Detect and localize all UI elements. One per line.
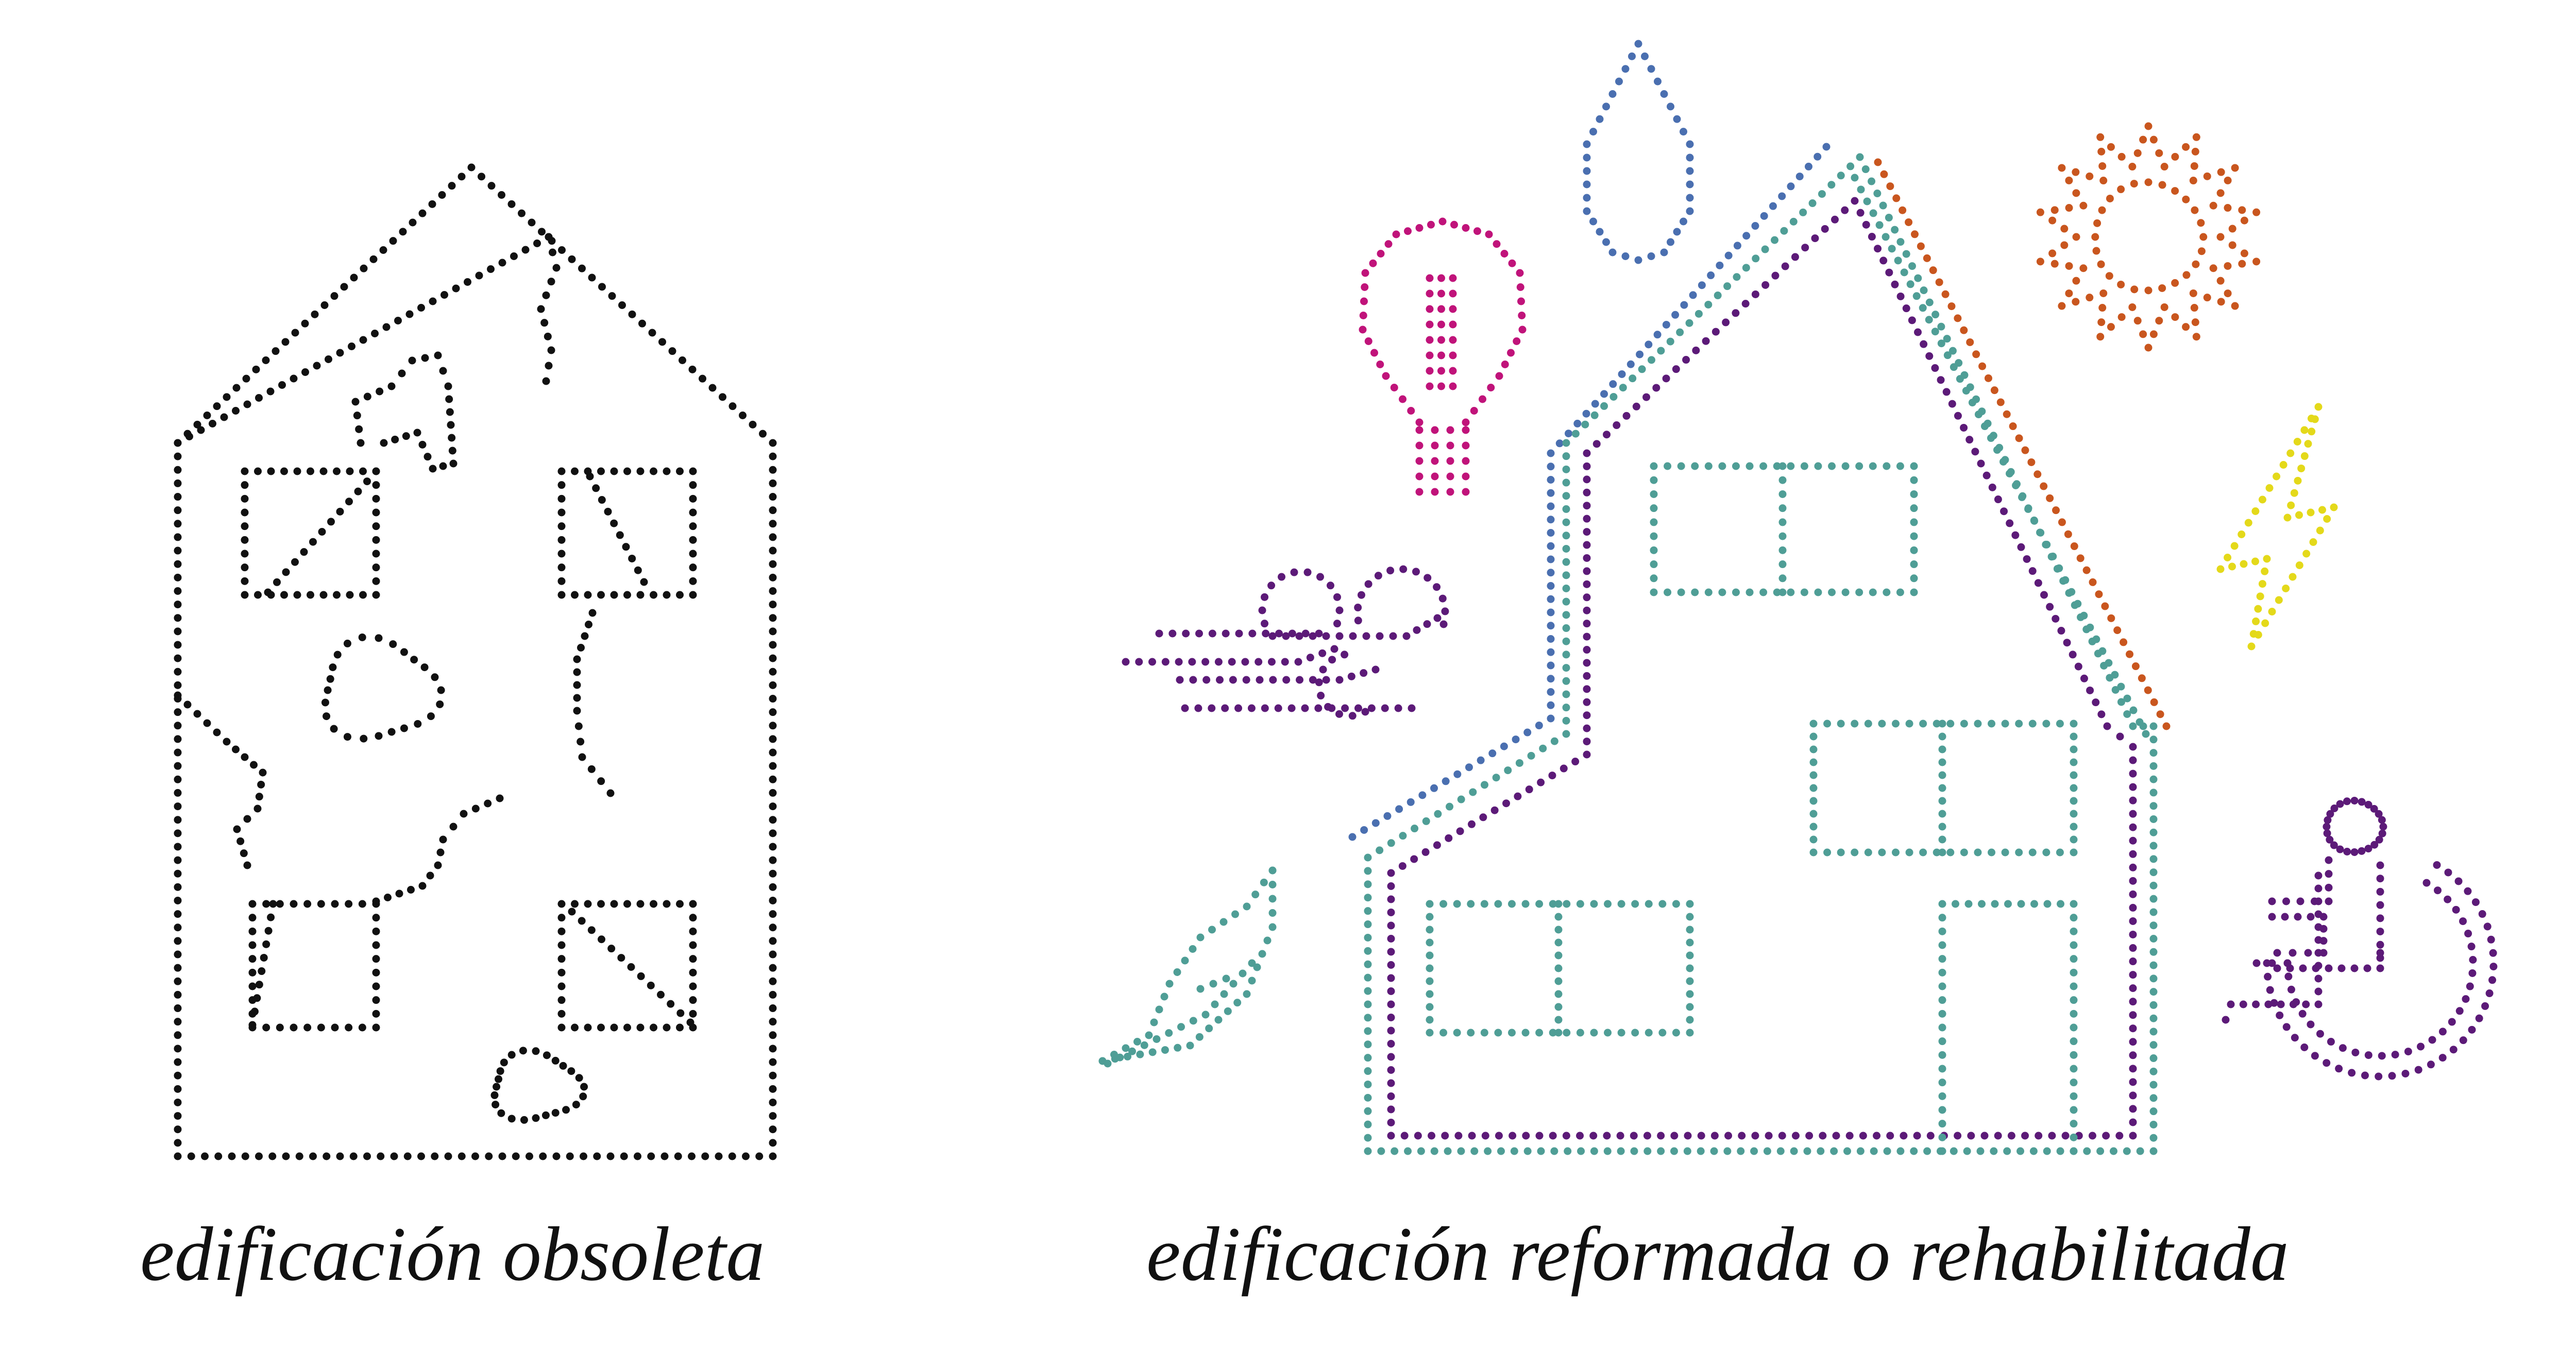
light-bulb-icon <box>1359 217 1527 496</box>
wind-icon <box>1122 565 1449 720</box>
sun-icon <box>2036 122 2261 352</box>
house-icon <box>1348 143 2171 1155</box>
cracked-house-icon <box>174 163 777 1160</box>
water-drop-icon <box>1583 40 1694 264</box>
caption-renovated: edificación reformada o rehabilitada <box>1146 1211 2289 1297</box>
lightning-bolt-icon <box>2216 403 2338 651</box>
caption-obsolete: edificación obsoleta <box>140 1211 765 1297</box>
wheelchair-icon <box>2222 796 2498 1081</box>
leaf-icon <box>1098 866 1277 1068</box>
